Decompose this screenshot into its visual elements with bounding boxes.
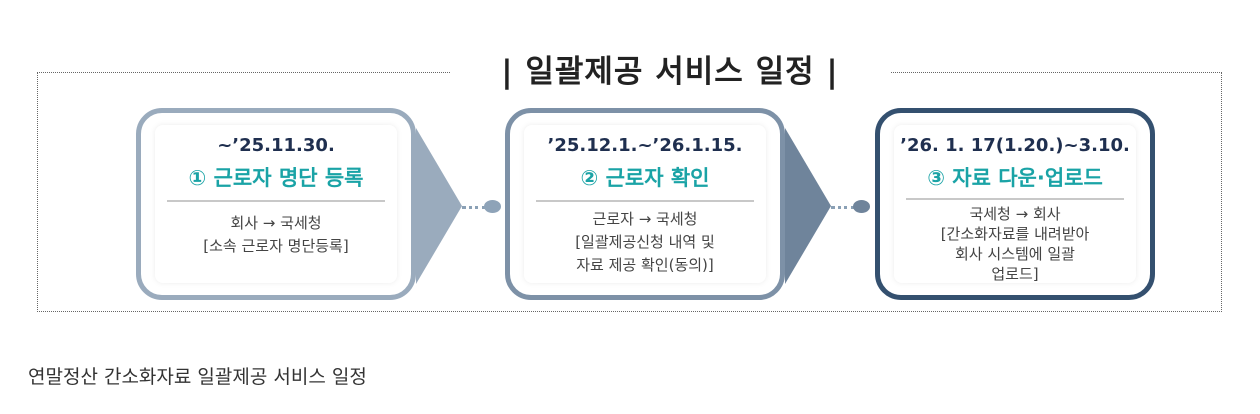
step-2-box: ’25.12.1.~’26.1.15. ② 근로자 확인 근로자 → 국세청 […	[505, 108, 785, 300]
step-date: ’26. 1. 17(1.20.)~3.10.	[900, 135, 1130, 156]
step-date: ’25.12.1.~’26.1.15.	[547, 135, 743, 156]
arrow-icon	[416, 128, 462, 284]
diagram-title: | 일괄제공 서비스 일정 |	[450, 46, 890, 91]
figure-caption: 연말정산 간소화자료 일괄제공 서비스 일정	[28, 366, 367, 388]
connector-dot	[484, 200, 501, 213]
step-label: ② 근로자 확인	[536, 162, 754, 202]
step-description: 회사 → 국세청 [소속 근로자 명단등록]	[203, 214, 349, 255]
step-date: ~’25.11.30.	[217, 135, 335, 156]
step-label: ① 근로자 명단 등록	[167, 162, 385, 202]
step-description: 근로자 → 국세청 [일괄제공신청 내역 및 자료 제공 확인(동의)]	[575, 210, 715, 274]
connector-dots	[462, 206, 486, 209]
connector-dots	[831, 206, 855, 209]
connector-dot	[853, 200, 870, 213]
step-label: ③ 자료 다운·업로드	[906, 162, 1124, 200]
arrow-icon	[785, 128, 831, 284]
step-1-box: ~’25.11.30. ① 근로자 명단 등록 회사 → 국세청 [소속 근로자…	[136, 108, 416, 300]
step-3-box: ’26. 1. 17(1.20.)~3.10. ③ 자료 다운·업로드 국세청 …	[875, 108, 1155, 300]
step-description: 국세청 → 회사 [간소화자료를 내려받아 회사 시스템에 일괄 업로드]	[940, 205, 1090, 283]
